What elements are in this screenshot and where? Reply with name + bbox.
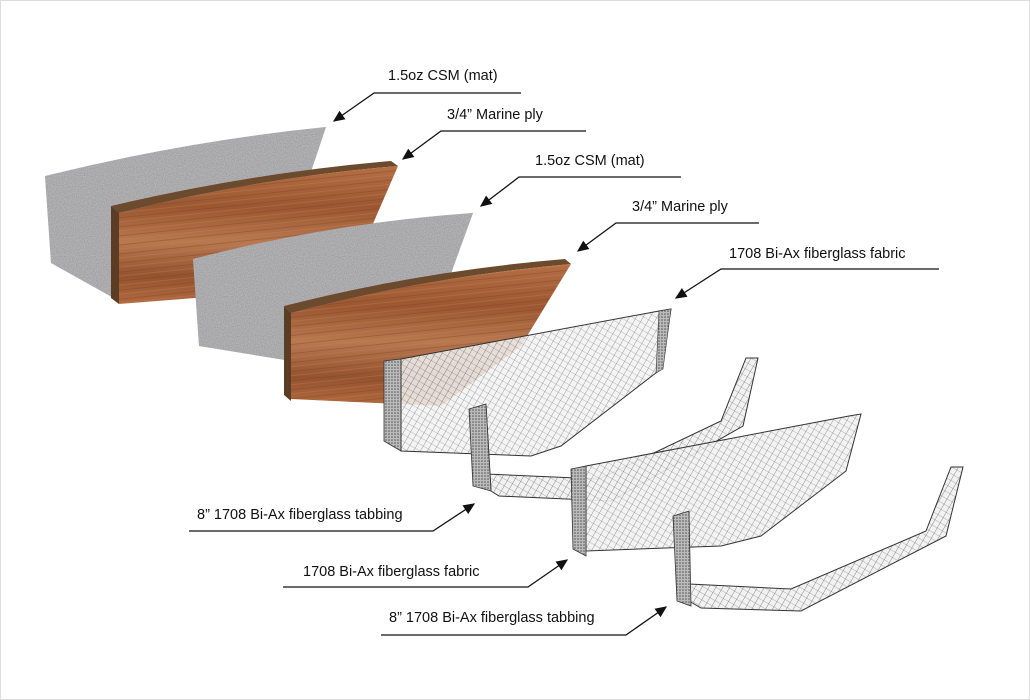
leader-4 [576,222,759,252]
biax-fabric-layer-2 [570,413,862,557]
biax-fabric-layer-1 [383,308,672,457]
leader-8 [381,606,668,636]
leader-3 [479,176,681,207]
label-marine-ply-2: 3/4” Marine ply [632,199,728,215]
label-marine-ply-1: 3/4” Marine ply [447,107,543,123]
label-biax-tabbing-1: 8” 1708 Bi-Ax fiberglass tabbing [197,507,403,523]
label-csm-mat-2: 1.5oz CSM (mat) [535,153,645,169]
leader-2 [401,130,586,160]
label-csm-mat-1: 1.5oz CSM (mat) [388,68,498,84]
csm-mat-layer-2 [193,213,473,361]
label-biax-tabbing-2: 8” 1708 Bi-Ax fiberglass tabbing [389,610,595,626]
leader-5 [674,268,939,299]
label-biax-fabric-1: 1708 Bi-Ax fiberglass fabric [729,246,906,262]
leader-1 [332,92,521,122]
marine-ply-layer-2 [284,259,571,406]
leader-6 [189,503,476,532]
biax-tabbing-layer-2 [672,466,964,612]
leader-lines [189,92,939,636]
leader-7 [283,559,569,588]
label-biax-fabric-2: 1708 Bi-Ax fiberglass fabric [303,564,480,580]
